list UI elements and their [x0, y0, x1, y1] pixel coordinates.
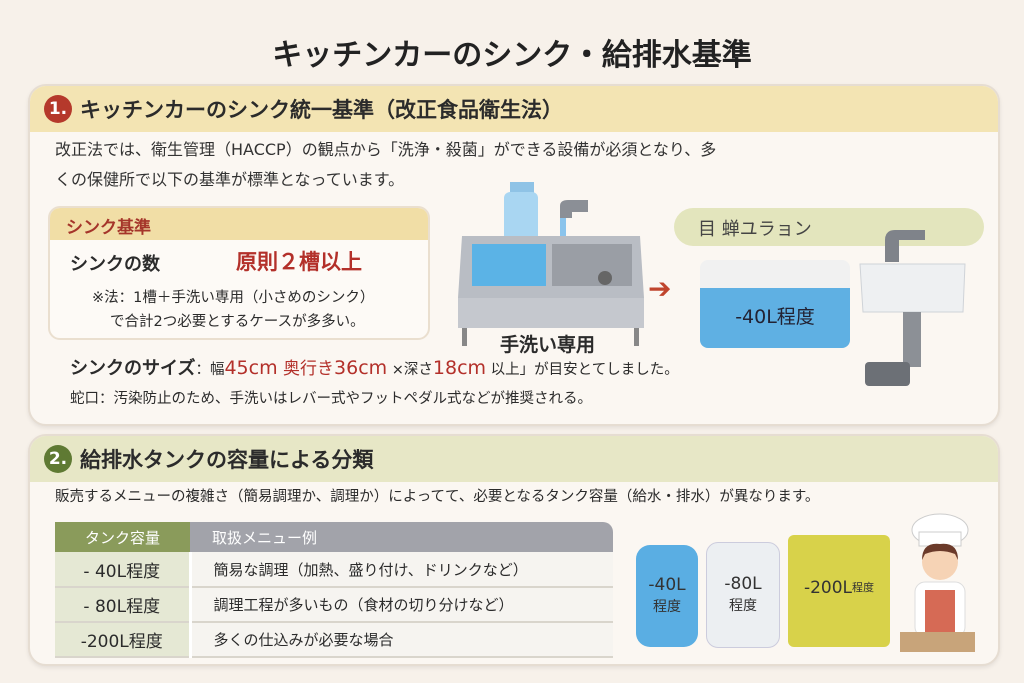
section-number-badge: 2. [44, 445, 72, 473]
sink-count-label: シンクの数 [70, 254, 160, 275]
table-header-row: タンク容量 取扱メニュー例 [55, 522, 613, 552]
faucet-icon [560, 200, 588, 218]
tank-label: 程度 [852, 581, 875, 594]
tank-label: -200L [803, 578, 853, 598]
arrow-right-icon: ➔ [648, 272, 672, 305]
tank-label: -40L [648, 575, 686, 595]
intro-line: くの保健所で以下の基準が標準となっています。 [55, 170, 405, 189]
page-title: キッチンカーのシンク・給排水基準 [272, 38, 752, 73]
tank-label: 程度 [729, 598, 757, 614]
tank-80l-illustration: -80L 程度 [706, 542, 780, 648]
text: 以上」が目安とてしました。 [486, 362, 679, 378]
sink-note: で合計2つ必要とするケースが多多い。 [110, 314, 365, 330]
unit-label-pill: 目 蝉ユラョン [674, 208, 984, 246]
text: 奥行き [277, 359, 335, 379]
size-width: 45cm [224, 357, 278, 379]
sink-standard-heading: シンク基準 [50, 208, 428, 240]
table-row: - 80L程度調理工程が多いもの（食材の切り分けなど） [55, 587, 613, 623]
foot-pedal-icon [865, 362, 910, 386]
section-header: 1. キッチンカーのシンク統一基準（改正食品衛生法） [30, 86, 998, 132]
sink-size-line: シンクのサイズ：幅45cm 奥行き36cm ×深さ18cm 以上」が目安とてしま… [70, 354, 679, 380]
hand-wash-label: 手洗い専用 [500, 334, 596, 356]
section-heading: キッチンカーのシンク統一基準（改正食品衛生法） [80, 98, 563, 122]
column-header: タンク容量 [55, 522, 190, 552]
text: ：幅 [195, 362, 225, 378]
chef-illustration [900, 513, 975, 652]
table-row: -200L程度多くの仕込みが必要な場合 [55, 622, 613, 658]
size-depth: 36cm [334, 357, 388, 379]
capacity-cell: - 80L程度 [55, 587, 190, 623]
section-header: 2. 給排水タンクの容量による分類 [30, 436, 998, 482]
faucet-note: 蛇口：汚染防止のため、手洗いはレバー式やフットペダル式などが推奨される。 [70, 391, 592, 407]
section-heading: 給排水タンクの容量による分類 [80, 448, 374, 472]
soap-bottle-icon [504, 192, 538, 244]
capacity-cell: -200L程度 [55, 622, 190, 658]
water-tank-illustration: -40L程度 [700, 260, 850, 348]
faucet-icon [885, 230, 925, 262]
double-sink-illustration [458, 182, 644, 346]
tank-label: 程度 [653, 599, 681, 615]
sink-count-value: 原則２槽以上 [236, 250, 362, 274]
hand-wash-sink-illustration [859, 230, 966, 386]
tank-capacity-table: タンク容量 取扱メニュー例 - 40L程度簡易な調理（加熱、盛り付け、ドリンクな… [55, 522, 613, 658]
section-number-badge: 1. [44, 95, 72, 123]
table-row: - 40L程度簡易な調理（加熱、盛り付け、ドリンクなど） [55, 552, 613, 588]
tank-label: -80L [724, 574, 762, 594]
menu-cell: 調理工程が多いもの（食材の切り分けなど） [188, 587, 613, 623]
menu-cell: 簡易な調理（加熱、盛り付け、ドリンクなど） [188, 552, 613, 588]
capacity-cell: - 40L程度 [55, 552, 190, 588]
tank-capacity-label: -40L程度 [735, 306, 815, 328]
menu-cell: 多くの仕込みが必要な場合 [188, 622, 613, 658]
sink-standard-box: シンク基準 シンクの数 原則２槽以上 ※法：1槽＋手洗い専用（小さめのシンク） … [48, 206, 430, 340]
section1-intro: 改正法では、衛生管理（HACCP）の観点から「洗浄・殺菌」ができる設備が必須とな… [55, 135, 716, 195]
text: ×深さ [387, 362, 433, 378]
size-height: 18cm [432, 357, 487, 379]
column-header: 取扱メニュー例 [190, 522, 613, 552]
intro-line: 改正法では、衛生管理（HACCP）の観点から「洗浄・殺菌」ができる設備が必須とな… [55, 140, 717, 159]
tank-40l-illustration: -40L 程度 [636, 545, 698, 647]
sink-size-label: シンクのサイズ [70, 358, 196, 379]
section2-intro: 販売するメニューの複雑さ（簡易調理か、調理か）によってて、必要となるタンク容量（… [55, 489, 820, 505]
sink-note: ※法：1槽＋手洗い専用（小さめのシンク） [92, 290, 375, 306]
